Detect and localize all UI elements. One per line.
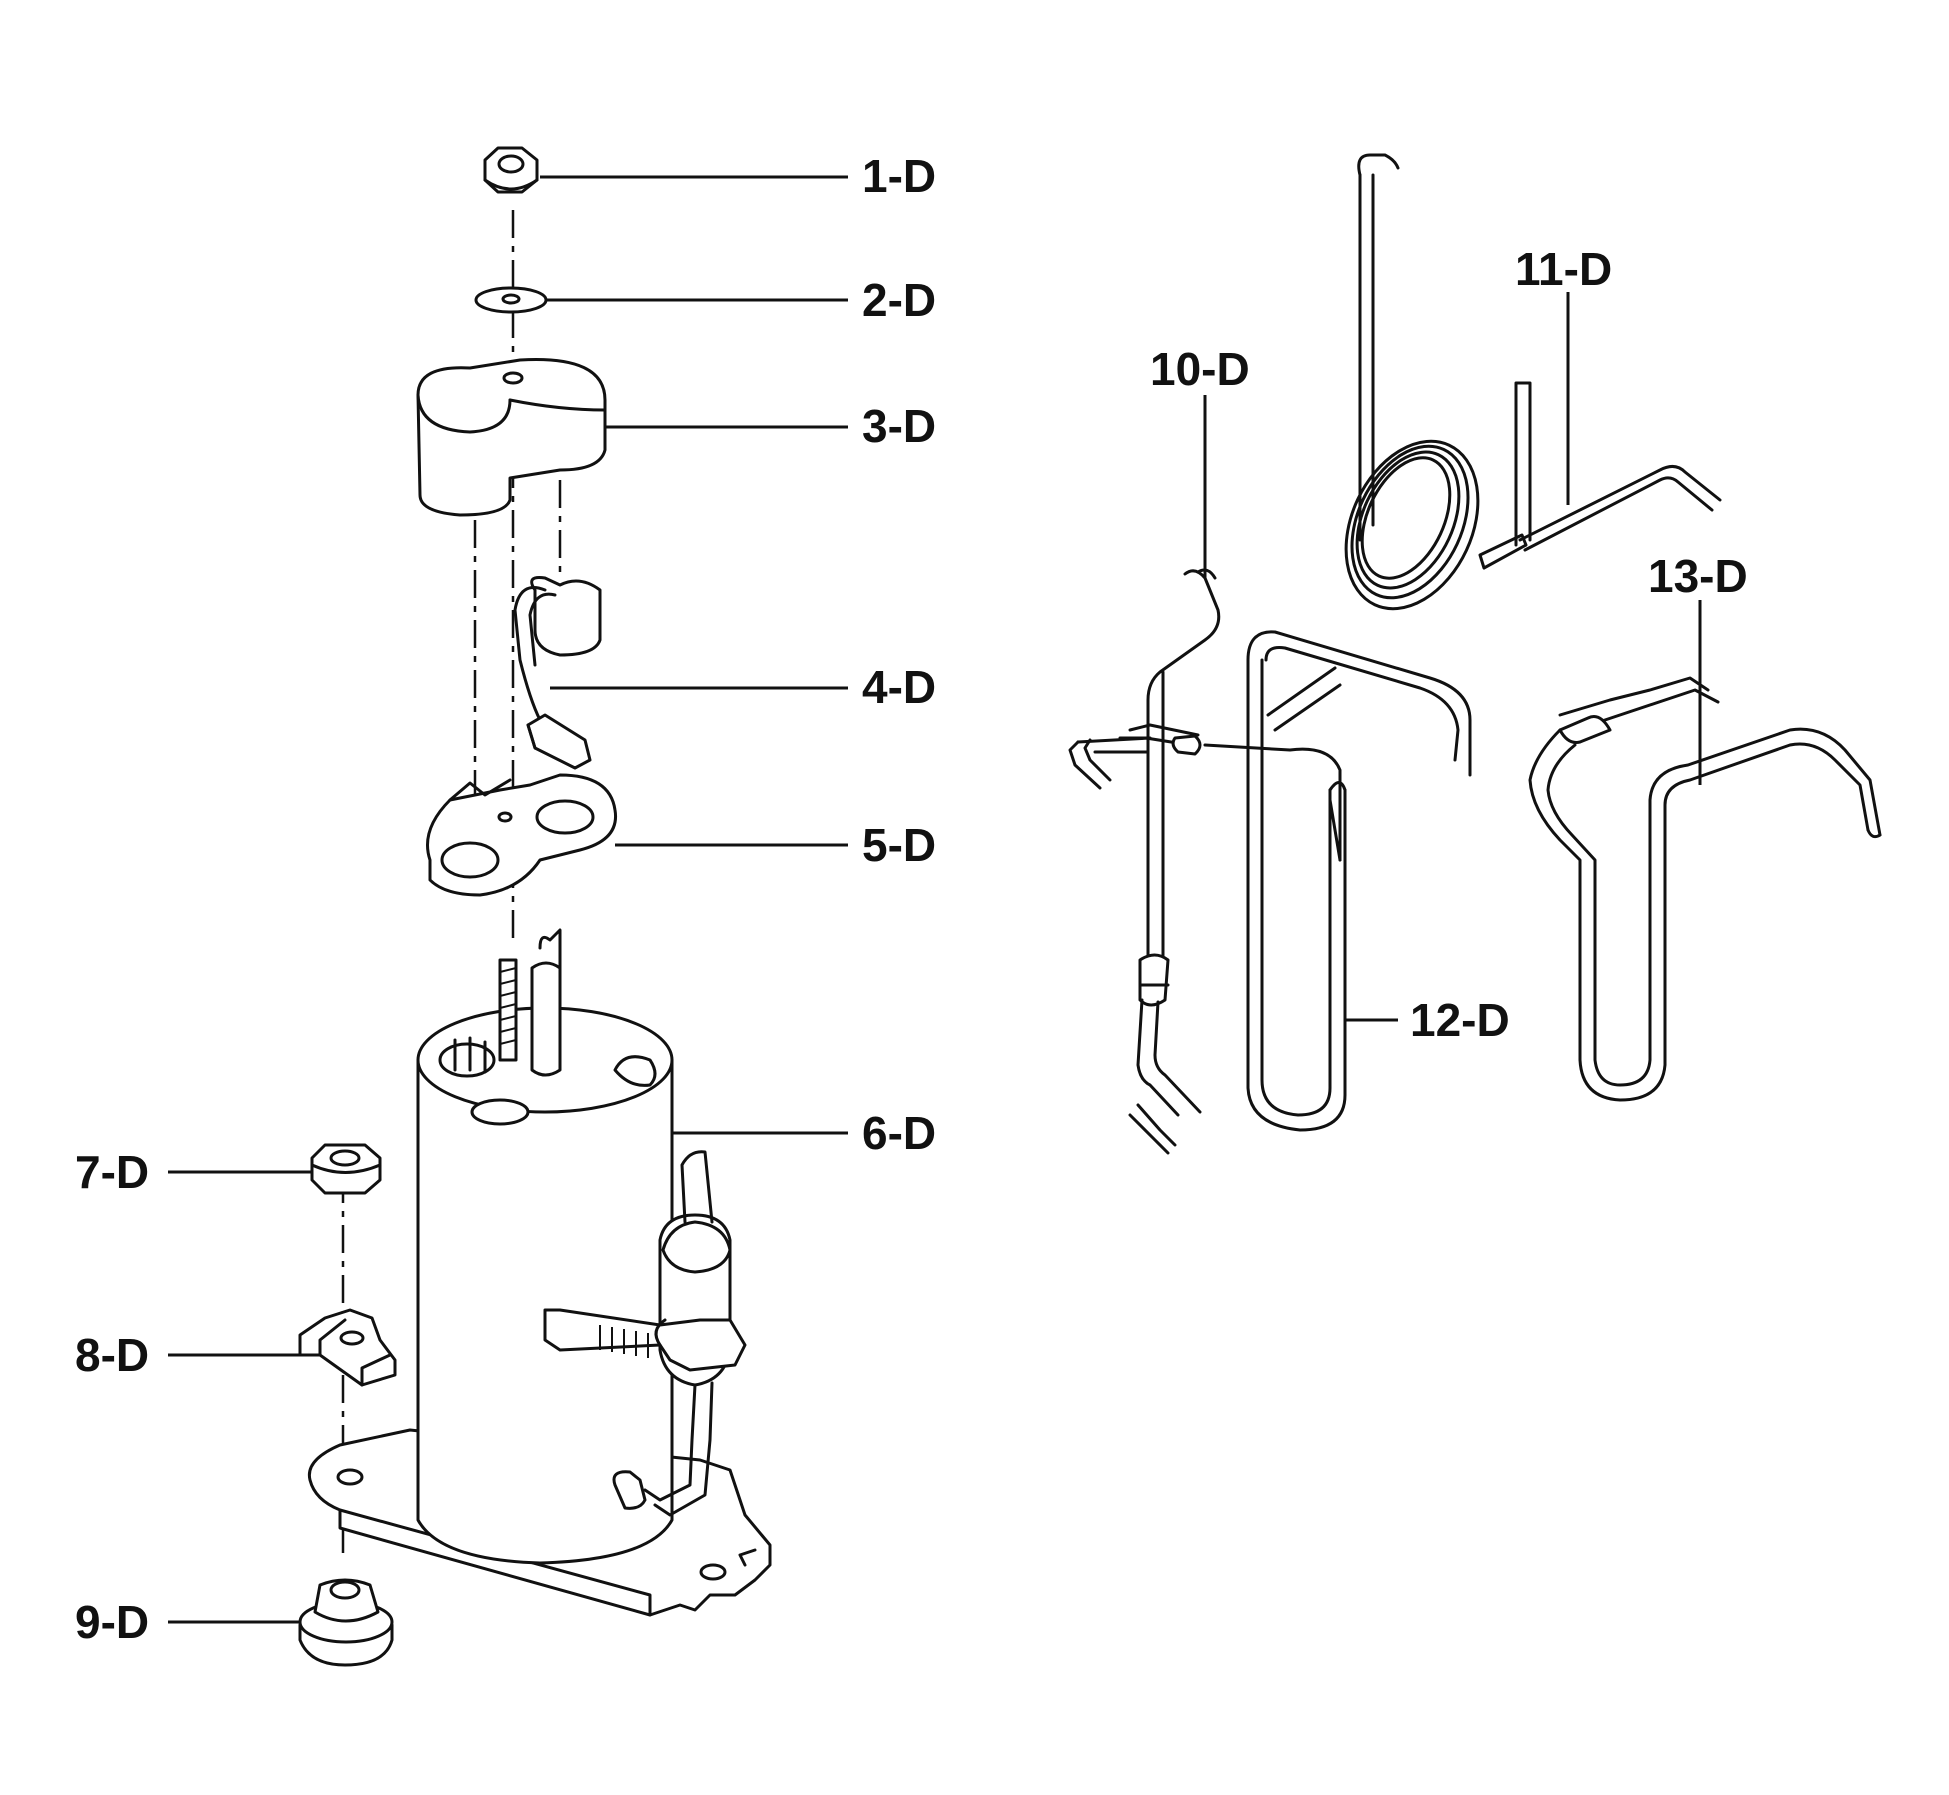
callout-9: 9-D <box>75 1596 149 1648</box>
callout-12: 12-D <box>1410 994 1510 1046</box>
part-compressor-6 <box>307 928 772 1617</box>
callout-11: 11-D <box>1515 243 1612 295</box>
callout-6: 6-D <box>862 1107 936 1159</box>
callout-5: 5-D <box>862 819 936 871</box>
part-wire-harness-4 <box>513 576 602 770</box>
part-grommet-9 <box>298 1578 394 1667</box>
callout-10: 10-D <box>1150 343 1250 395</box>
part-gasket-5 <box>426 773 618 897</box>
part-u-tube-12 <box>1246 630 1472 1132</box>
part-hex-nut-1 <box>483 146 539 194</box>
callout-1: 1-D <box>862 150 936 202</box>
part-tube-13 <box>1528 676 1882 1102</box>
leader-lines <box>168 175 1702 1624</box>
part-nut-7 <box>310 1143 382 1195</box>
callout-3: 3-D <box>862 400 936 452</box>
callout-13: 13-D <box>1648 550 1748 602</box>
part-terminal-cover-3 <box>416 358 607 517</box>
callout-8: 8-D <box>75 1329 149 1381</box>
callout-7: 7-D <box>75 1146 149 1198</box>
callout-2: 2-D <box>862 274 936 326</box>
callout-labels: 1-D 2-D 3-D 4-D 5-D 6-D 7-D 8-D 9-D 10-D… <box>75 150 1748 1648</box>
part-washer-2 <box>474 286 548 314</box>
part-bracket-8 <box>298 1308 397 1387</box>
part-coil-tube-11 <box>1344 153 1722 611</box>
part-tube-10 <box>1068 568 1342 1155</box>
callout-4: 4-D <box>862 661 936 713</box>
